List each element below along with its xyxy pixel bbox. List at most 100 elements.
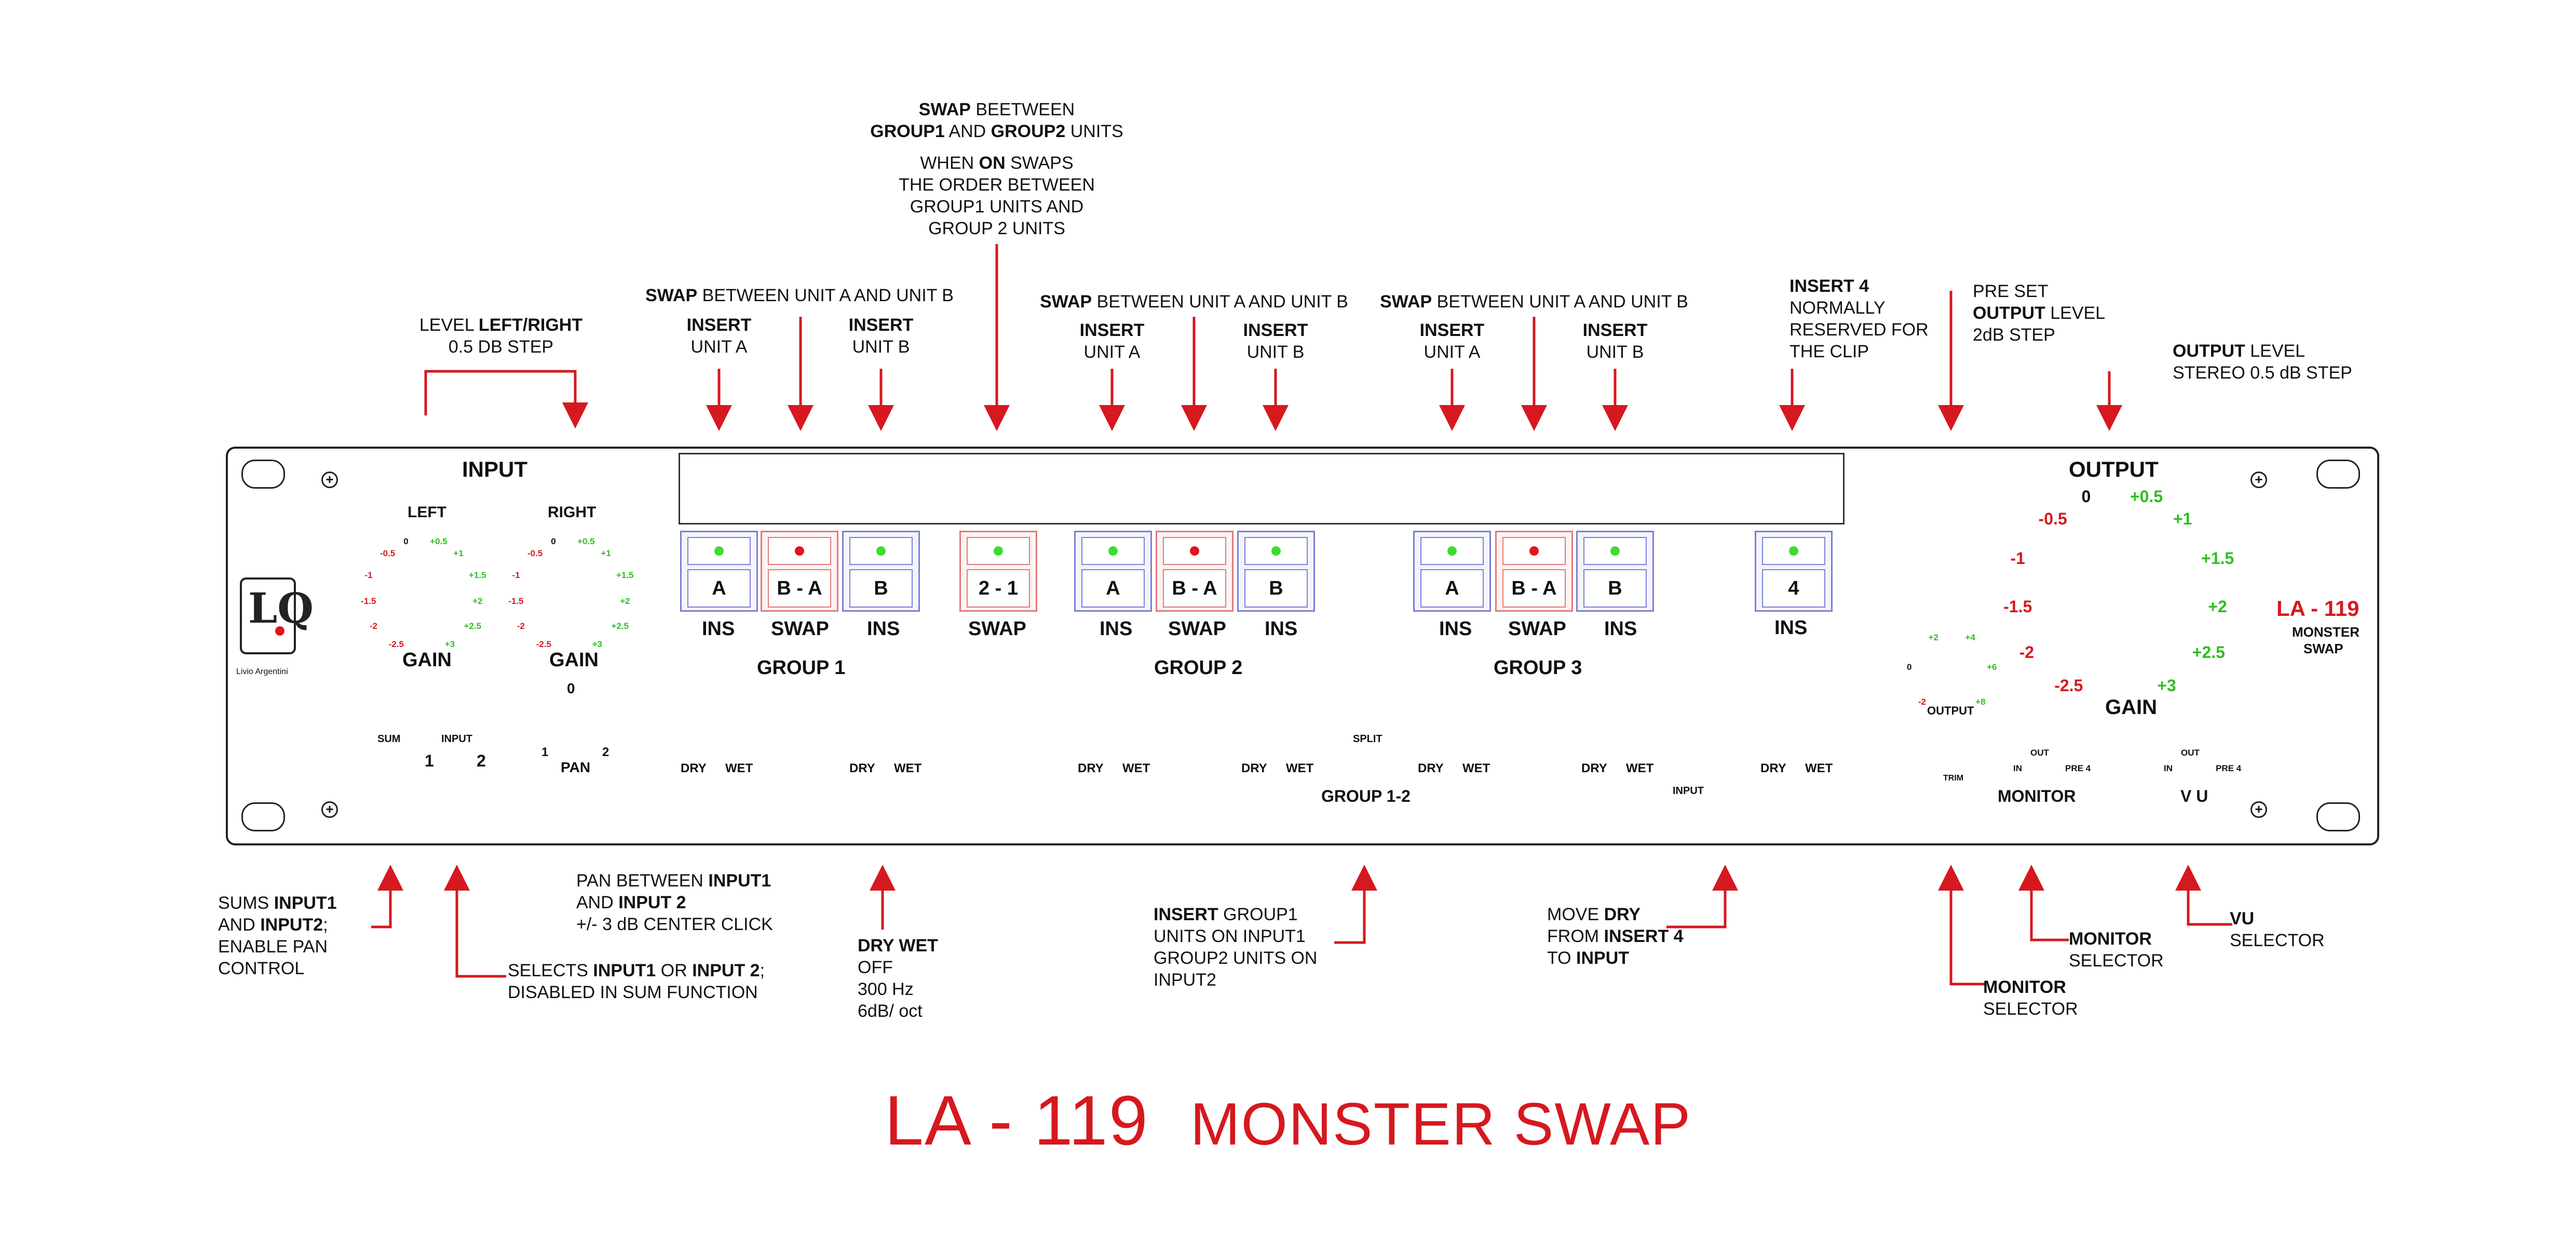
- annotation-pan-line: AND INPUT 2: [576, 893, 686, 912]
- left-gain-tick-label: -2: [369, 621, 377, 631]
- annotation-insert4-line: RESERVED FOR: [1789, 320, 1929, 340]
- output-gain-label: GAIN: [2105, 696, 2157, 719]
- annotation-swap-ab-g3: SWAP BETWEEN UNIT A AND UNIT B: [1380, 291, 1688, 313]
- monitor-out-label: OUT: [2030, 748, 2049, 758]
- wet-label-1: WET: [725, 761, 753, 775]
- annotation-swap-ab-g1: SWAP BETWEEN UNIT A AND UNIT B: [645, 285, 954, 306]
- badge-model: LA - 119: [2276, 596, 2360, 621]
- left-gain-tick-label: -2.5: [388, 639, 404, 650]
- left-gain-tick-label: -1: [364, 570, 373, 580]
- switch-7[interactable]: B: [1237, 531, 1315, 612]
- annotation-swap-ab-g2-line: SWAP BETWEEN UNIT A AND UNIT B: [1040, 292, 1348, 312]
- switch-led: [1789, 546, 1798, 556]
- annotation-swap-order-line: WHEN ON SWAPS: [920, 153, 1074, 173]
- sum-label: SUM: [377, 733, 401, 745]
- rack-ear-hole-bottom-right: [2316, 802, 2360, 831]
- right-gain-tick-label: +3: [592, 639, 603, 650]
- annotation-insert4-line: INSERT 4: [1789, 276, 1869, 296]
- switch-8[interactable]: A: [1413, 531, 1491, 612]
- rack-ear-hole-top-left: [241, 460, 285, 489]
- right-gain-tick-label: +2: [620, 596, 630, 607]
- switch-led-window: [849, 537, 913, 565]
- switch-9[interactable]: B - A: [1495, 531, 1573, 612]
- annotation-insert-a-g2-line: INSERT: [1079, 320, 1145, 340]
- wet-label-2: WET: [894, 761, 922, 775]
- switch-cap: B: [849, 569, 913, 608]
- monitor-label: MONITOR: [1998, 787, 2076, 805]
- input-select-label: INPUT: [441, 733, 472, 745]
- arrow-monitor-2: [2018, 865, 2069, 941]
- switch-11[interactable]: 4: [1755, 531, 1833, 612]
- switch-led-window: [1583, 537, 1647, 565]
- annotation-insert-group-line: INPUT2: [1154, 970, 1216, 990]
- ins-label-4: INS: [1265, 618, 1298, 640]
- switch-led-window: [687, 537, 751, 565]
- annotation-move-dry-line: FROM INSERT 4: [1547, 926, 1684, 946]
- output-gain-tick-label: -1: [2010, 549, 2025, 568]
- annotation-swap-order-line: GROUP 2 UNITS: [928, 219, 1065, 238]
- arrow-monitor-1: [1938, 865, 1986, 986]
- right-gain-tick-label: -1.5: [508, 596, 524, 607]
- switch-3[interactable]: B: [842, 531, 920, 612]
- annotation-insert-b-g1-line: INSERT: [848, 315, 914, 335]
- output-gain-tick-label: -0.5: [2038, 509, 2067, 529]
- switch-5[interactable]: A: [1074, 531, 1152, 612]
- right-gain-tick-label: -2.5: [536, 639, 551, 650]
- annotation-sums-line: AND INPUT2;: [218, 915, 328, 935]
- display-window: [679, 453, 1845, 524]
- wet-label-7: WET: [1805, 761, 1833, 775]
- annotation-level-line: LEVEL LEFT/RIGHT: [419, 315, 583, 335]
- swap-label-3: SWAP: [1508, 618, 1566, 640]
- switch-cap: B - A: [1502, 569, 1566, 608]
- group1-label: GROUP 1: [757, 657, 846, 679]
- switch-1[interactable]: A: [680, 531, 758, 612]
- trim-tick-label: +6: [1987, 662, 1997, 672]
- switch-4[interactable]: 2 - 1: [959, 531, 1037, 612]
- right-gain-tick-label: +1.5: [616, 570, 634, 580]
- left-gain-tick-label: -0.5: [379, 548, 396, 559]
- ins-label-insert4: INS: [1774, 617, 1808, 639]
- annotation-drywet-line: 300 Hz: [858, 979, 914, 999]
- annotation-swap-order-line: GROUP1 UNITS AND: [910, 197, 1084, 217]
- right-gain-tick-label: -2: [517, 621, 525, 631]
- switch-cap: B: [1583, 569, 1647, 608]
- switch-cap: A: [1081, 569, 1145, 608]
- input-section-title: INPUT: [462, 457, 527, 481]
- switch-6[interactable]: B - A: [1156, 531, 1233, 612]
- dry-label-7: DRY: [1760, 761, 1786, 775]
- dry-label-1: DRY: [681, 761, 707, 775]
- annotation-preset-line: PRE SET: [1973, 281, 2049, 301]
- switch-10[interactable]: B: [1576, 531, 1654, 612]
- annotation-level-line: 0.5 DB STEP: [448, 337, 554, 357]
- annotation-insert-group-line: UNITS ON INPUT1: [1154, 926, 1306, 946]
- ins-label-3: INS: [1100, 618, 1133, 640]
- annotation-insert-b-g3-line: UNIT B: [1586, 342, 1644, 362]
- pan-right-tick: 2: [602, 745, 609, 759]
- output-gain-tick-label: -2: [2019, 642, 2035, 662]
- logo-dot: [275, 626, 284, 636]
- trim-label: TRIM: [1943, 774, 1964, 783]
- switch-2[interactable]: B - A: [761, 531, 838, 612]
- switch-cap: B: [1244, 569, 1308, 608]
- vu-out-label: OUT: [2181, 748, 2200, 758]
- logo-mark: LQ: [248, 584, 314, 633]
- monitor-pre4-label: PRE 4: [2065, 763, 2091, 773]
- annotation-drywet-line: DRY WET: [858, 936, 938, 956]
- swap-label-groups: SWAP: [968, 618, 1026, 640]
- switch-led-window: [768, 537, 831, 565]
- left-gain-tick-label: +2: [472, 596, 483, 607]
- annotation-pan-line: PAN BETWEEN INPUT1: [576, 871, 771, 891]
- badge-line1: MONSTER: [2292, 624, 2360, 640]
- switch-led: [1610, 546, 1620, 556]
- annotation-swap-groups-line: GROUP1 AND GROUP2 UNITS: [870, 122, 1123, 141]
